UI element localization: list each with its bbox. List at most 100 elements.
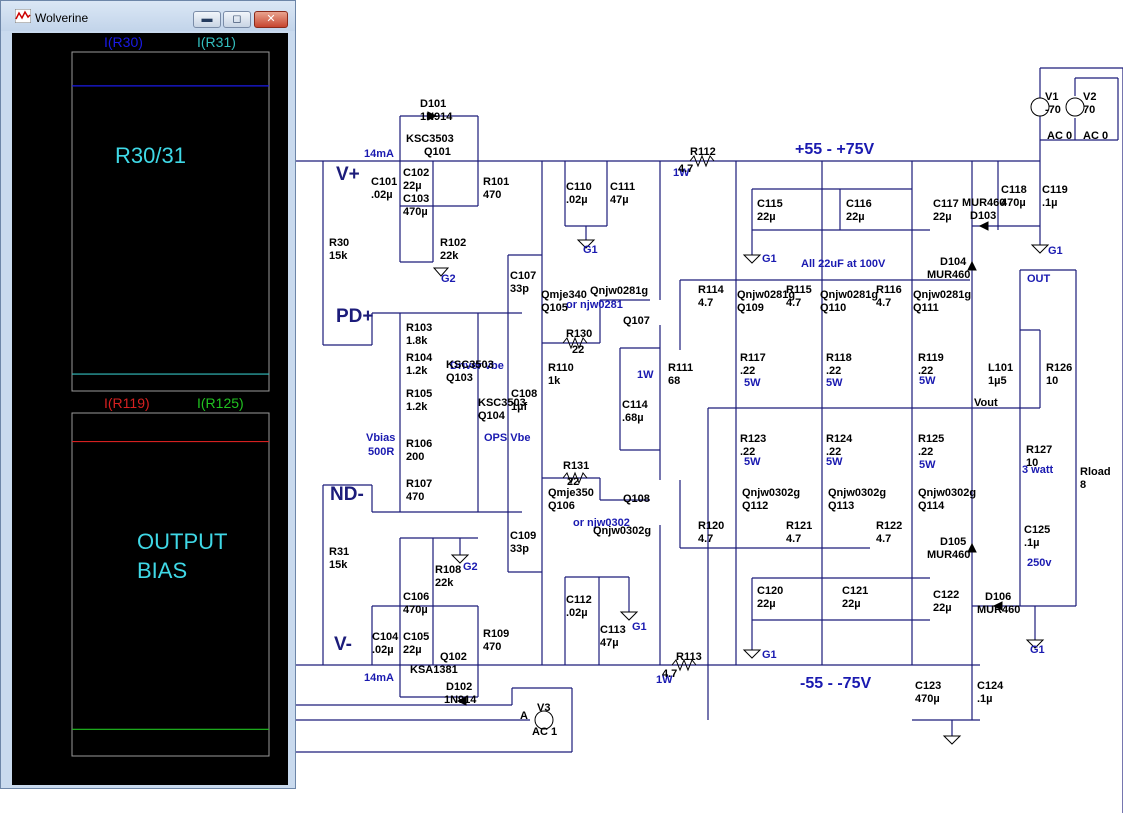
component-ref[interactable]: V3 <box>537 702 550 714</box>
component-value[interactable]: 470 <box>483 641 501 653</box>
component-ref[interactable]: C103 <box>403 193 429 205</box>
component-ref[interactable]: R105 <box>406 388 432 400</box>
component-value[interactable]: 22µ <box>403 644 422 656</box>
component-value[interactable]: 22 <box>567 476 579 488</box>
component-ref[interactable]: C110 <box>566 181 592 193</box>
component-value[interactable]: .22 <box>918 446 933 458</box>
component-ref[interactable]: R126 <box>1046 362 1072 374</box>
component-ref[interactable]: C124 <box>977 680 1004 692</box>
component-ref[interactable]: R125 <box>918 433 944 445</box>
component-ref[interactable]: R119 <box>918 352 944 364</box>
component-value[interactable]: 1.8k <box>406 335 428 347</box>
component-value[interactable]: 470µ <box>915 693 940 705</box>
component-value[interactable]: 1k <box>548 375 561 387</box>
component-ref[interactable]: R107 <box>406 478 432 490</box>
component-ref[interactable]: Q103 <box>446 372 473 384</box>
component-ref[interactable]: R31 <box>329 546 349 558</box>
component-value[interactable]: Qmje340 <box>541 289 587 301</box>
minimize-button[interactable]: ▬ <box>193 11 221 28</box>
component-ref[interactable]: R109 <box>483 628 509 640</box>
component-value[interactable]: MUR460 <box>927 269 970 281</box>
component-ref[interactable]: Q114 <box>918 500 945 512</box>
component-value[interactable]: 4.7 <box>786 297 801 309</box>
trace-legend[interactable]: I(R30) <box>104 34 143 50</box>
component-ref[interactable]: C120 <box>757 585 783 597</box>
component-ref[interactable]: Q107 <box>623 315 650 327</box>
component-ref[interactable]: Q101 <box>424 146 451 158</box>
component-value[interactable]: 10 <box>1046 375 1058 387</box>
component-ref[interactable]: R121 <box>786 520 812 532</box>
component-ref[interactable]: C118 <box>1001 184 1027 196</box>
component-ref[interactable]: D105 <box>940 536 966 548</box>
component-value[interactable]: 1N914 <box>420 111 453 123</box>
component-ref[interactable]: Q106 <box>548 500 575 512</box>
component-value[interactable]: Qnjw0302g <box>918 487 976 499</box>
component-value[interactable]: 47µ <box>600 637 619 649</box>
component-ref[interactable]: C113 <box>600 624 626 636</box>
component-value[interactable]: 22µ <box>933 211 952 223</box>
component-value[interactable]: 22µ <box>757 211 776 223</box>
component-value[interactable]: 1µ5 <box>988 375 1007 387</box>
component-ref[interactable]: R108 <box>435 564 461 576</box>
component-ref[interactable]: Q111 <box>913 302 939 314</box>
component-value[interactable]: 4.7 <box>698 297 713 309</box>
trace-legend[interactable]: I(R125) <box>197 395 244 411</box>
component-value[interactable]: MUR460 <box>962 197 1005 209</box>
component-value[interactable]: KSC3503 <box>478 397 526 409</box>
component-ref[interactable]: D102 <box>446 681 472 693</box>
component-value[interactable]: Qnjw0281g <box>590 285 648 297</box>
waveform-plots[interactable]: 4.386mA4.384mA4.382mA4.380mA4.378mA4.376… <box>1 1 297 790</box>
component-ref[interactable]: C107 <box>510 270 536 282</box>
component-value[interactable]: 4.7 <box>698 533 713 545</box>
component-ref[interactable]: L101 <box>988 362 1013 374</box>
component-value[interactable]: Qnjw0281g <box>820 289 878 301</box>
component-ref[interactable]: R112 <box>690 146 716 158</box>
component-ref[interactable]: Q113 <box>828 500 854 512</box>
component-value[interactable]: .02µ <box>371 189 393 201</box>
component-ref[interactable]: C108 <box>511 388 537 400</box>
component-value[interactable]: 22 <box>572 344 584 356</box>
component-value[interactable]: Qnjw0281g <box>737 289 795 301</box>
maximize-button[interactable]: ◻ <box>223 11 251 28</box>
component-value[interactable]: KSC3503 <box>406 133 454 145</box>
component-ref[interactable]: C111 <box>610 181 635 193</box>
component-ref[interactable]: Q110 <box>820 302 846 314</box>
component-ref[interactable]: R110 <box>548 362 574 374</box>
component-value[interactable]: 10 <box>1026 457 1038 469</box>
component-value[interactable]: 470µ <box>403 604 428 616</box>
component-value[interactable]: 1.2k <box>406 365 428 377</box>
component-ref[interactable]: V2 <box>1083 91 1096 103</box>
component-value[interactable]: .1µ <box>1042 197 1058 209</box>
component-value[interactable]: KSC3503 <box>446 359 494 371</box>
component-ref[interactable]: R30 <box>329 237 349 249</box>
component-ref[interactable]: Rload <box>1080 466 1111 478</box>
component-value[interactable]: .68µ <box>622 412 644 424</box>
component-ref[interactable]: D103 <box>970 210 996 222</box>
component-ref[interactable]: C125 <box>1024 524 1050 536</box>
component-value[interactable]: .02µ <box>372 644 394 656</box>
component-ref[interactable]: D104 <box>940 256 967 268</box>
component-value[interactable]: 22µ <box>933 602 952 614</box>
component-value[interactable]: 33p <box>510 543 529 555</box>
trace-legend[interactable]: I(R31) <box>197 34 236 50</box>
component-ref[interactable]: R123 <box>740 433 766 445</box>
component-ref[interactable]: R114 <box>698 284 725 296</box>
component-value[interactable]: .02µ <box>566 607 588 619</box>
component-ref[interactable]: R131 <box>563 460 589 472</box>
component-value[interactable]: 470 <box>406 491 424 503</box>
component-ref[interactable]: C116 <box>846 198 872 210</box>
component-value[interactable]: MUR460 <box>977 604 1020 616</box>
component-ref[interactable]: R104 <box>406 352 433 364</box>
component-value[interactable]: Qmje350 <box>548 487 594 499</box>
component-value[interactable]: 15k <box>329 559 348 571</box>
component-value[interactable]: 4.7 <box>662 668 677 680</box>
component-value[interactable]: .1µ <box>1024 537 1040 549</box>
component-value[interactable]: 68 <box>668 375 680 387</box>
component-value[interactable]: 22µ <box>842 598 861 610</box>
component-ref[interactable]: C105 <box>403 631 429 643</box>
component-ref[interactable]: R120 <box>698 520 724 532</box>
component-ref[interactable]: Q108 <box>623 493 650 505</box>
plot-area[interactable] <box>12 33 288 785</box>
component-ref[interactable]: D101 <box>420 98 446 110</box>
component-ref[interactable]: C114 <box>622 399 649 411</box>
